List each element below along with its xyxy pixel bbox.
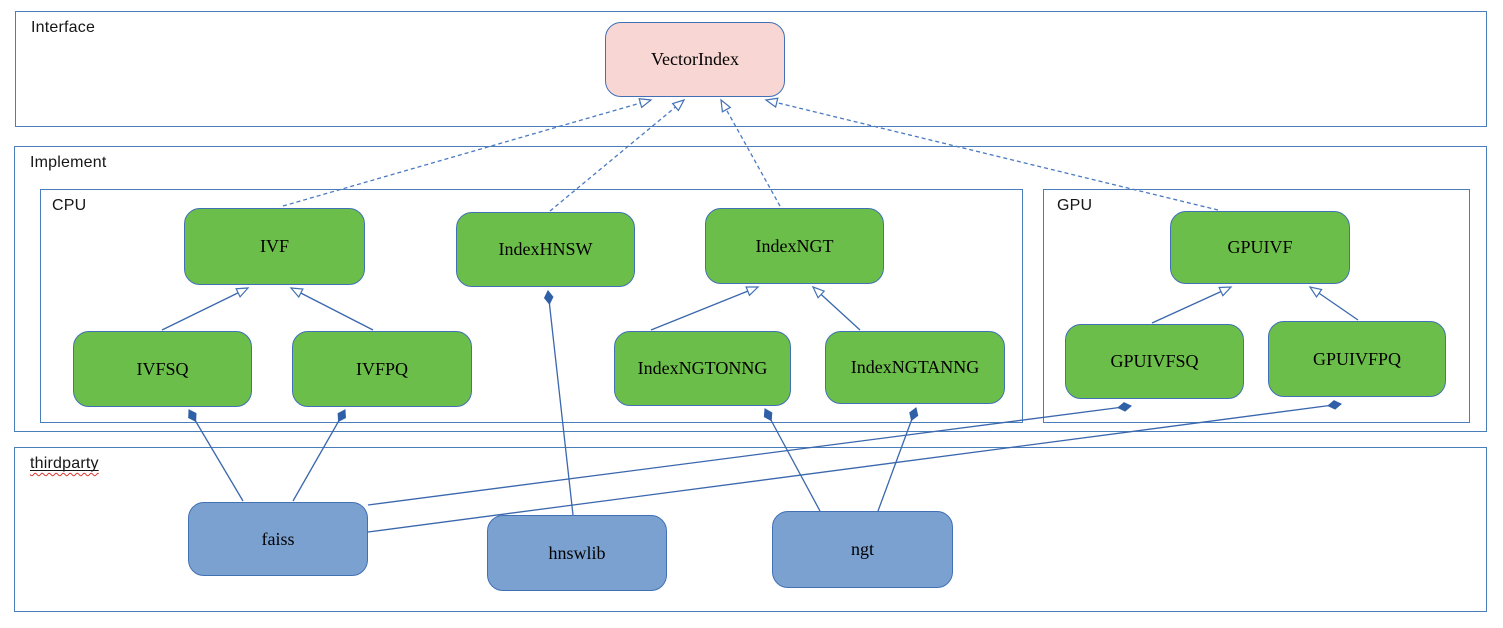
node-gpuivfpq: GPUIVFPQ [1268,321,1446,397]
node-ivfsq: IVFSQ [73,331,252,407]
section-label-cpu: CPU [52,197,87,214]
section-label-gpu: GPU [1057,197,1093,214]
node-ivfpq: IVFPQ [292,331,472,407]
node-hnswlib: hnswlib [487,515,667,591]
section-label-implement: Implement [30,154,107,171]
section-label-thirdparty: thirdparty [30,455,99,472]
node-indexngtonng: IndexNGTONNG [614,331,791,406]
node-faiss: faiss [188,502,368,576]
node-ivf: IVF [184,208,365,285]
node-gpuivf: GPUIVF [1170,211,1350,284]
node-indexhnsw: IndexHNSW [456,212,635,287]
node-vectorindex: VectorIndex [605,22,785,97]
node-indexngt: IndexNGT [705,208,884,284]
node-gpuivfsq: GPUIVFSQ [1065,324,1244,399]
node-ngt: ngt [772,511,953,588]
section-label-interface: Interface [31,19,96,36]
node-indexngtanng: IndexNGTANNG [825,331,1005,404]
